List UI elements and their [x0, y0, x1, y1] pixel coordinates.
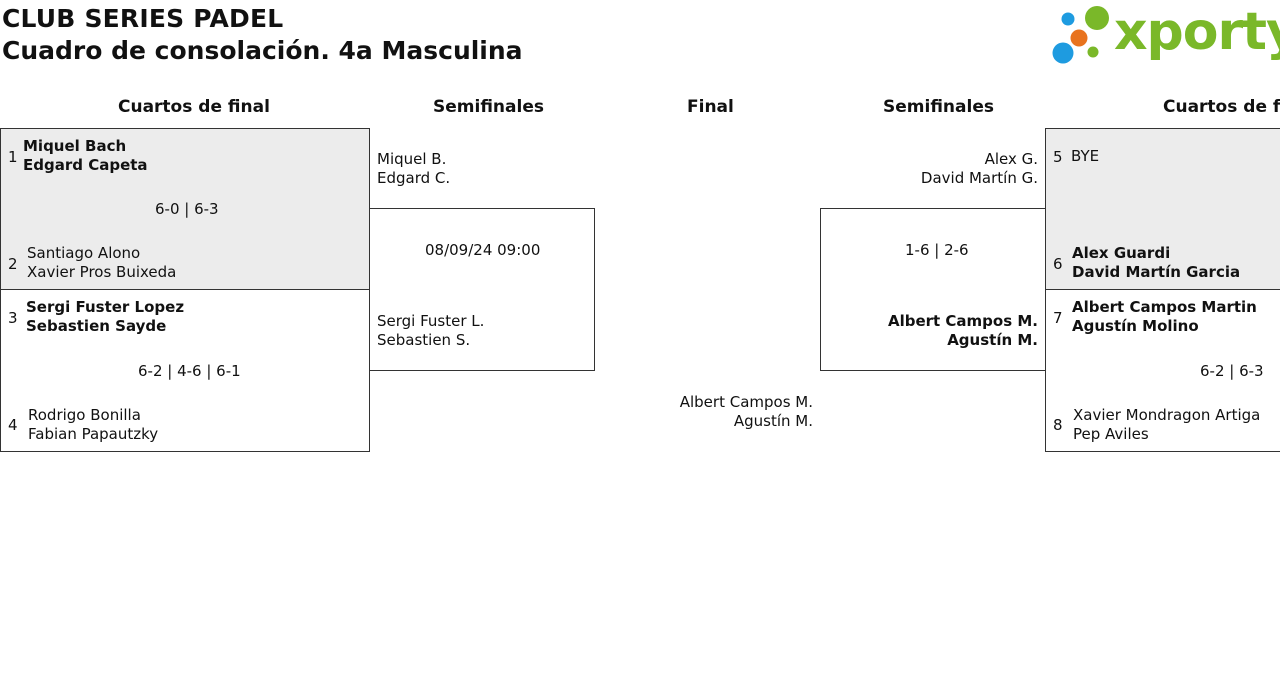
player-name: Fabian Papautzky	[28, 425, 159, 443]
seed-number: 1	[8, 148, 18, 166]
team-winner: Albert Campos Martin Agustín Molino	[1072, 298, 1257, 336]
logo-dots-icon	[1052, 6, 1109, 64]
player-name: Albert Campos Martin	[1072, 298, 1257, 316]
logo-wordmark: xporty	[1114, 2, 1280, 62]
match-score: 1-6 | 2-6	[905, 241, 969, 259]
player-name: Edgard Capeta	[23, 156, 148, 174]
player-name: Sebastien Sayde	[26, 317, 167, 335]
player-name: Edgard C.	[377, 169, 451, 187]
team: Xavier Mondragon Artiga Pep Aviles	[1073, 406, 1260, 444]
round-header-right-sf: Semifinales	[883, 97, 994, 117]
round-header-left-qf: Cuartos de final	[118, 97, 270, 117]
player-name: Sebastien S.	[377, 331, 471, 349]
player-name: Agustín M.	[733, 412, 813, 430]
match-card-right-qf-2[interactable]: 7 Albert Campos Martin Agustín Molino 6-…	[1045, 289, 1280, 452]
round-header-left-sf: Semifinales	[433, 97, 544, 117]
player-name: Sergi Fuster L.	[377, 312, 485, 330]
player-name: Alex Guardi	[1072, 244, 1171, 262]
player-name: David Martín G.	[920, 169, 1038, 187]
player-name: Agustín Molino	[1072, 317, 1199, 335]
seed-number: 4	[8, 416, 18, 434]
team: Santiago Alono Xavier Pros Buixeda	[27, 244, 176, 282]
seed-number: 2	[8, 255, 18, 273]
player-name: David Martín Garcia	[1072, 263, 1241, 281]
player-name: Albert Campos M.	[679, 393, 813, 411]
player-name: Pep Aviles	[1073, 425, 1149, 443]
sf-left-team-top: Miquel B. Edgard C.	[377, 150, 450, 188]
page-title: CLUB SERIES PADEL	[2, 4, 284, 33]
player-name: BYE	[1071, 147, 1100, 165]
page-subtitle: Cuadro de consolación. 4a Masculina	[2, 36, 523, 65]
player-name: Miquel B.	[377, 150, 447, 168]
match-card-left-qf-2[interactable]: 3 Sergi Fuster Lopez Sebastien Sayde 6-2…	[0, 289, 370, 452]
match-score: 6-0 | 6-3	[155, 200, 219, 218]
team-winner: Miquel Bach Edgard Capeta	[23, 137, 148, 175]
player-name: Xavier Mondragon Artiga	[1073, 406, 1261, 424]
seed-number: 3	[8, 309, 18, 327]
player-name: Alex G.	[984, 150, 1038, 168]
seed-number: 5	[1053, 148, 1063, 166]
player-name: Albert Campos M.	[887, 312, 1038, 330]
sf-right-team-top: Alex G. David Martín G.	[860, 150, 1038, 188]
match-score: 6-2 | 6-3	[1200, 362, 1264, 380]
player-name: Santiago Alono	[27, 244, 141, 262]
seed-number: 7	[1053, 309, 1063, 327]
player-name: Agustín M.	[947, 331, 1038, 349]
match-schedule: 08/09/24 09:00	[425, 241, 541, 259]
team: Rodrigo Bonilla Fabian Papautzky	[28, 406, 158, 444]
player-name: Rodrigo Bonilla	[28, 406, 141, 424]
match-card-left-sf[interactable]: 08/09/24 09:00 Sergi Fuster L. Sebastien…	[369, 208, 595, 371]
player-name: Sergi Fuster Lopez	[26, 298, 185, 316]
sf-left-team-bottom: Sergi Fuster L. Sebastien S.	[377, 312, 484, 350]
round-header-final: Final	[687, 97, 734, 117]
round-header-right-qf: Cuartos de final	[1163, 97, 1280, 117]
match-score: 6-2 | 4-6 | 6-1	[138, 362, 241, 380]
player-name: Miquel Bach	[23, 137, 127, 155]
match-card-right-qf-1[interactable]: 5 BYE 6 Alex Guardi David Martín Garcia	[1045, 128, 1280, 290]
xporty-logo: xporty	[1052, 2, 1280, 68]
final-team: Albert Campos M. Agustín M.	[640, 393, 813, 431]
match-card-right-sf[interactable]: 1-6 | 2-6 Albert Campos M. Agustín M.	[820, 208, 1046, 371]
seed-number: 6	[1053, 255, 1063, 273]
player-name: Xavier Pros Buixeda	[27, 263, 177, 281]
seed-number: 8	[1053, 416, 1063, 434]
team-winner: Alex Guardi David Martín Garcia	[1072, 244, 1240, 282]
sf-right-team-bottom-winner: Albert Campos M. Agustín M.	[831, 312, 1038, 350]
team-winner: Sergi Fuster Lopez Sebastien Sayde	[26, 298, 184, 336]
match-card-left-qf-1[interactable]: 1 Miquel Bach Edgard Capeta 6-0 | 6-3 2 …	[0, 128, 370, 290]
team-bye: BYE	[1071, 147, 1099, 166]
